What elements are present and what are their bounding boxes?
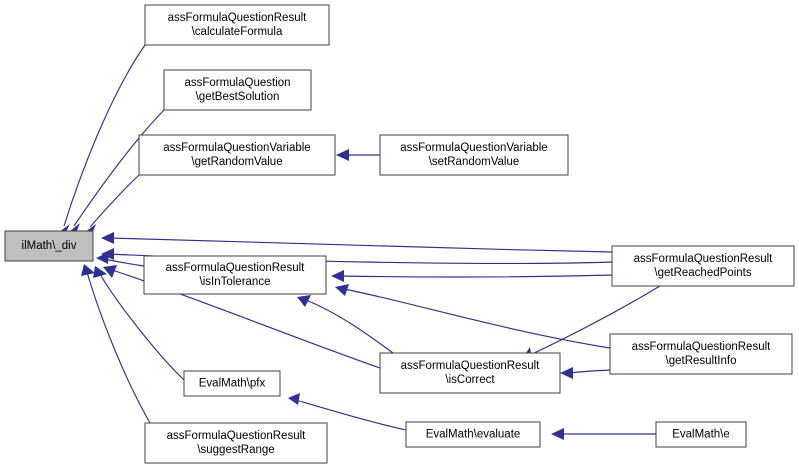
graph-node-calculateFormula[interactable]: assFormulaQuestionResult \calculateFormul… — [144, 4, 330, 46]
nodes-layer: ilMath\_div assFormulaQuestionResult \calc… — [4, 4, 795, 464]
graph-node-isInTolerance[interactable]: assFormulaQuestionResult \isInTolerance — [143, 255, 327, 295]
edge-line — [109, 237, 613, 253]
graph-node-getBestSolution[interactable]: assFormulaQuestion \getBestSolution — [163, 69, 312, 111]
graph-node-pfx[interactable]: EvalMath\pfx — [183, 370, 281, 397]
edge-line — [89, 174, 140, 228]
node-label-line: \getRandomValue — [191, 156, 282, 168]
edges-layer — [59, 44, 661, 440]
arrowhead-icon — [101, 232, 114, 244]
node-label-line: ilMath\_div — [22, 240, 77, 252]
node-label-line: assFormulaQuestionResult — [632, 341, 772, 353]
edge-line — [111, 269, 381, 369]
arrowhead-icon — [81, 264, 95, 276]
graph-node-getResultInfo[interactable]: assFormulaQuestionResult \getResultInfo — [609, 333, 793, 375]
node-box[interactable] — [138, 134, 336, 176]
node-box[interactable] — [611, 245, 795, 287]
graph-node-isCorrect[interactable]: assFormulaQuestionResult \isCorrect — [379, 352, 561, 394]
node-box[interactable] — [405, 421, 541, 448]
node-box[interactable] — [379, 352, 561, 394]
edge-line — [86, 271, 151, 424]
edge-line — [529, 285, 661, 356]
call-edge-setRandomValue-to-getRandomValue — [336, 149, 380, 161]
node-label-line: assFormulaQuestionResult — [634, 253, 774, 265]
call-edge-getResultInfo-to-isCorrect — [560, 367, 611, 379]
call-edge-suggestRange-to-center — [81, 264, 151, 424]
graph-node-evaluate[interactable]: EvalMath\evaluate — [405, 421, 541, 448]
node-label-line: \isInTolerance — [200, 276, 271, 288]
node-box[interactable] — [163, 69, 312, 111]
arrowhead-icon — [551, 428, 564, 440]
node-box[interactable] — [144, 4, 330, 46]
graph-node-suggestRange[interactable]: assFormulaQuestionResult \suggestRange — [144, 422, 328, 464]
edge-line — [295, 399, 407, 431]
node-box[interactable] — [379, 134, 569, 176]
node-label-line: \getResultInfo — [666, 355, 737, 367]
arrowhead-icon — [560, 367, 573, 379]
edge-line — [305, 299, 394, 354]
edge-line — [103, 258, 145, 267]
call-edge-getReachedPoints-to-isInTolerance — [331, 270, 613, 282]
node-label-line: assFormulaQuestionResult — [167, 430, 307, 442]
edge-line — [343, 288, 611, 349]
node-label-line: EvalMath\pfx — [199, 378, 266, 390]
node-label-line: assFormulaQuestion — [184, 77, 290, 89]
arrowhead-icon — [103, 265, 117, 278]
call-edge-e-to-evaluate — [551, 428, 656, 440]
graph-node-getRandomValue[interactable]: assFormulaQuestionVariable \getRandomValu… — [138, 134, 336, 176]
call-edge-isInTolerance-to-center — [96, 252, 145, 267]
node-box[interactable] — [143, 255, 327, 295]
node-box[interactable] — [4, 230, 94, 262]
arrowhead-icon — [297, 295, 311, 307]
node-box[interactable] — [144, 422, 328, 464]
graph-node-center[interactable]: ilMath\_div — [4, 230, 94, 262]
arrowhead-icon — [336, 149, 349, 161]
call-edge-getRandomValue-to-center — [85, 174, 140, 239]
node-label-line: \getReachedPoints — [654, 267, 751, 279]
edge-line — [99, 273, 185, 381]
graph-node-getReachedPoints[interactable]: assFormulaQuestionResult \getReachedPoint… — [611, 245, 795, 287]
edge-line — [568, 369, 611, 374]
node-label-line: \isCorrect — [445, 374, 495, 386]
edge-line — [339, 274, 613, 278]
node-box[interactable] — [655, 421, 747, 448]
node-label-line: \suggestRange — [197, 444, 274, 456]
node-label-line: \setRandomValue — [429, 156, 520, 168]
call-edge-evaluate-to-pfx — [288, 393, 407, 431]
graph-node-e[interactable]: EvalMath\e — [655, 421, 747, 448]
arrowhead-icon — [288, 393, 300, 405]
edge-line — [73, 109, 165, 227]
node-label-line: EvalMath\e — [672, 429, 730, 441]
call-edge-calculateFormula-to-center — [59, 44, 146, 238]
node-label-line: assFormulaQuestionVariable — [163, 142, 310, 154]
call-edge-pfx-to-center — [93, 266, 185, 381]
arrowhead-icon — [335, 284, 349, 296]
arrowhead-icon — [96, 252, 109, 264]
call-edge-isCorrect-to-center — [103, 265, 381, 369]
node-label-line: \calculateFormula — [192, 26, 283, 38]
call-edge-isCorrect-to-isInTolerance — [297, 295, 394, 354]
node-label-line: EvalMath\evaluate — [426, 429, 521, 441]
node-label-line: \getBestSolution — [196, 91, 280, 103]
arrowhead-icon — [331, 270, 344, 282]
arrowhead-icon — [93, 266, 107, 278]
graph-node-setRandomValue[interactable]: assFormulaQuestionVariable \setRandomValu… — [379, 134, 569, 176]
call-edge-getReachedPoints-to-center — [101, 232, 613, 253]
node-label-line: assFormulaQuestionResult — [401, 360, 541, 372]
node-label-line: assFormulaQuestionResult — [168, 12, 308, 24]
node-box[interactable] — [609, 333, 793, 375]
call-edge-getResultInfo-to-isInTolerance — [335, 284, 611, 349]
node-label-line: assFormulaQuestionResult — [166, 262, 306, 274]
node-box[interactable] — [183, 370, 281, 397]
node-label-line: assFormulaQuestionVariable — [400, 142, 547, 154]
edge-line — [63, 44, 146, 227]
